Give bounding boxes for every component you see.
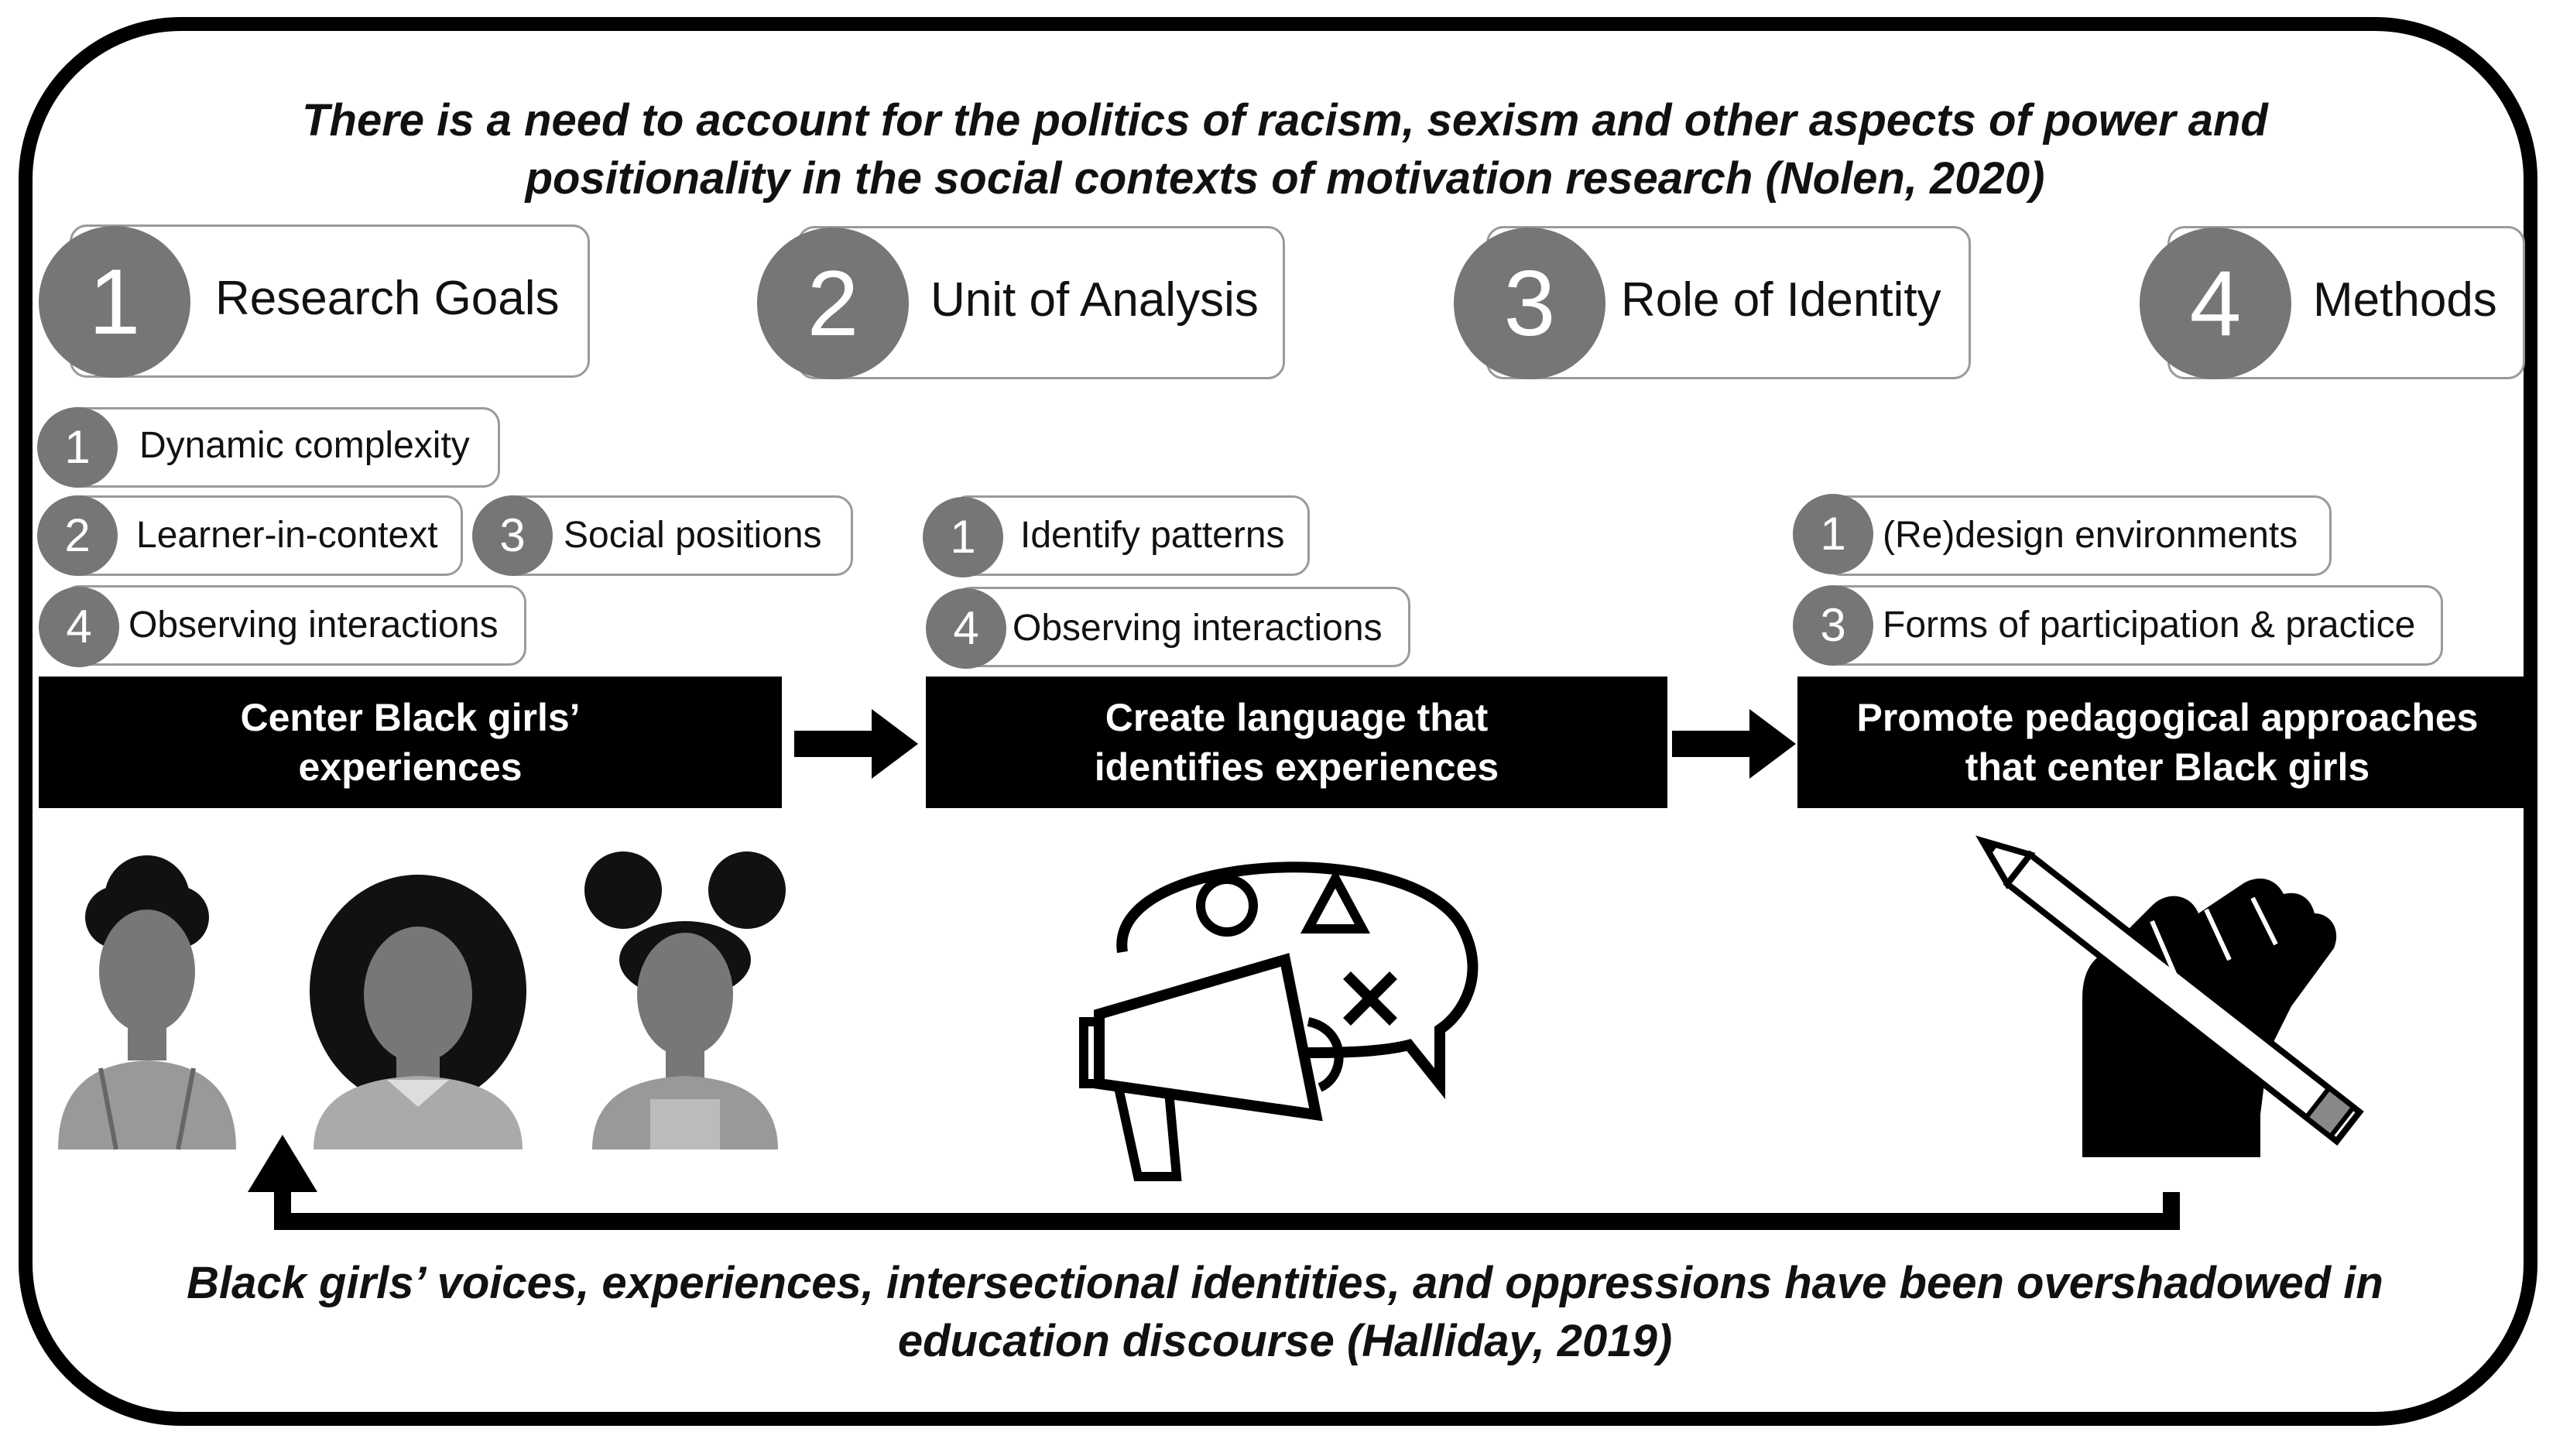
tag-pill [951, 495, 1310, 576]
tag-pill [954, 587, 1410, 667]
category-number-badge: 2 [757, 228, 909, 379]
fist-with-pencil-icon [1975, 835, 2364, 1157]
girl-avatar-3-icon [584, 851, 786, 1149]
tag-label: (Re)design environments [1883, 515, 2298, 556]
tag-pill [495, 495, 853, 576]
tag-pill [1824, 495, 2332, 576]
step-box-create-language: Create language that identifies experien… [926, 677, 1667, 808]
step-box-line-1: Promote pedagogical approaches [1856, 696, 2479, 739]
tag-number-badge: 2 [37, 495, 118, 576]
step-box-line-2: experiences [298, 745, 523, 789]
tag-pill [62, 585, 526, 666]
tag-label: Learner-in-context [136, 515, 438, 556]
tag-number-badge: 4 [926, 588, 1006, 669]
category-label: Role of Identity [1621, 273, 1941, 327]
tag-label: Observing interactions [1013, 608, 1383, 649]
tag-label: Forms of participation & practice [1883, 605, 2416, 646]
girl-avatar-2-icon [310, 875, 526, 1149]
bottom-quote-line-1: Black girls’ voices, experiences, inters… [187, 1258, 2383, 1308]
category-label: Research Goals [215, 272, 560, 325]
step-box-line-2: identifies experiences [1094, 745, 1499, 789]
tag-number-badge: 1 [1793, 494, 1873, 574]
step-box-line-1: Create language that [1105, 696, 1489, 739]
tag-number-badge: 4 [39, 587, 119, 667]
tag-number-badge: 3 [472, 495, 553, 576]
tag-pill [62, 407, 500, 488]
top-quote: There is a need to account for the polit… [0, 91, 2570, 207]
megaphone-speech-bubble-icon [1079, 862, 1479, 1181]
tag-pill [1824, 585, 2443, 666]
tag-label: Observing interactions [128, 605, 499, 646]
category-number-badge: 3 [1454, 228, 1605, 379]
category-label: Unit of Analysis [930, 273, 1259, 327]
tag-number-badge: 1 [37, 407, 118, 488]
right-arrow-icon [1672, 709, 1796, 779]
right-arrow-icon [794, 709, 918, 779]
bottom-quote: Black girls’ voices, experiences, inters… [0, 1254, 2570, 1370]
tag-number-badge: 3 [1793, 585, 1873, 666]
step-box-center-experiences: Center Black girls’ experiences [39, 677, 782, 808]
bottom-quote-line-2: education discourse (Halliday, 2019) [897, 1316, 1673, 1366]
feedback-arrow-icon [248, 1135, 2180, 1230]
girls-avatars-icon [58, 851, 786, 1150]
tag-pill [62, 495, 463, 576]
category-number-badge: 4 [2140, 228, 2291, 379]
category-label: Methods [2313, 273, 2497, 327]
tag-number-badge: 1 [923, 497, 1003, 577]
top-quote-line-1: There is a need to account for the polit… [302, 95, 2268, 146]
girl-avatar-1-icon [58, 855, 236, 1150]
tag-label: Social positions [564, 515, 822, 556]
category-number-badge: 1 [39, 226, 190, 378]
tag-label: Dynamic complexity [139, 425, 470, 466]
step-box-line-1: Center Black girls’ [240, 696, 581, 739]
step-box-promote-pedagogy: Promote pedagogical approaches that cent… [1797, 677, 2537, 808]
top-quote-line-2: positionality in the social contexts of … [525, 153, 2045, 204]
step-box-line-2: that center Black girls [1965, 745, 2370, 789]
tag-label: Identify patterns [1020, 515, 1285, 556]
